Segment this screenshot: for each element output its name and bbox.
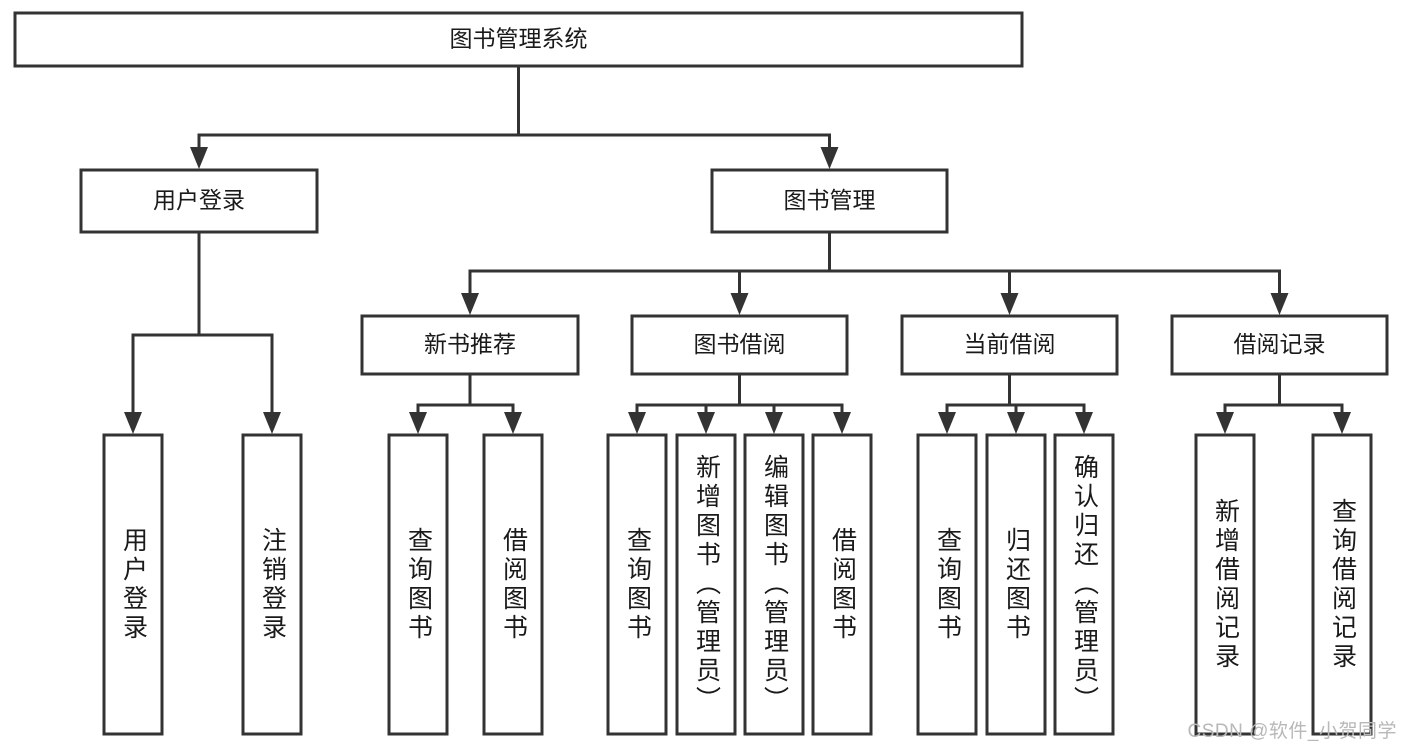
node-label-current-borrow: 当前借阅	[964, 331, 1056, 357]
node-label-user-login: 用户登录	[153, 187, 245, 213]
node-leaf-return-book[interactable]	[985, 433, 1047, 736]
node-label-book-manage: 图书管理	[784, 187, 876, 213]
node-box-leaf-query-book-2	[606, 433, 668, 736]
node-book-borrow[interactable]: 图书借阅	[630, 314, 849, 376]
node-box-leaf-user-login	[102, 433, 164, 736]
arrow-head-icon-leaf-return-book	[1007, 412, 1025, 434]
arrow-head-icon-book-borrow	[730, 293, 749, 315]
arrow-head-icon-leaf-borrow-book-1	[504, 412, 522, 434]
arrow-head-icon-leaf-borrow-book-2	[833, 412, 851, 434]
node-box-leaf-query-book-1	[387, 433, 449, 736]
node-box-user-login	[79, 168, 319, 234]
node-label-new-book-recommend: 新书推荐	[424, 331, 516, 357]
node-leaf-logout[interactable]	[241, 433, 303, 736]
arrow-head-icon-user-login	[190, 147, 208, 169]
node-box-leaf-edit-book	[743, 433, 805, 736]
node-box-book-manage	[710, 168, 949, 234]
arrow-head-icon-leaf-edit-book	[765, 412, 783, 434]
node-leaf-borrow-book-1[interactable]	[482, 433, 544, 736]
node-current-borrow[interactable]: 当前借阅	[900, 314, 1119, 376]
node-leaf-query-book-2[interactable]	[606, 433, 668, 736]
arrow-head-icon-leaf-query-book-3	[938, 412, 956, 434]
arrow-head-icon-borrow-record	[1270, 293, 1289, 315]
arrow-head-icon-new-book-recommend	[461, 293, 479, 315]
node-box-leaf-borrow-book-1	[482, 433, 544, 736]
node-user-login[interactable]: 用户登录	[79, 168, 319, 234]
node-box-borrow-record	[1170, 314, 1389, 376]
node-box-leaf-logout	[241, 433, 303, 736]
node-book-manage[interactable]: 图书管理	[710, 168, 949, 234]
node-borrow-record[interactable]: 借阅记录	[1170, 314, 1389, 376]
arrow-head-icon-leaf-query-book-2	[628, 412, 646, 434]
node-box-root	[13, 11, 1024, 68]
node-box-leaf-query-record	[1311, 433, 1373, 736]
node-box-leaf-borrow-book-2	[811, 433, 873, 736]
node-box-leaf-add-record	[1194, 433, 1256, 736]
arrow-head-icon-current-borrow	[1000, 293, 1019, 315]
node-box-book-borrow	[630, 314, 849, 376]
node-leaf-edit-book[interactable]	[743, 433, 805, 736]
arrow-head-icon-leaf-confirm-return	[1075, 412, 1093, 434]
node-leaf-confirm-return[interactable]	[1053, 433, 1115, 736]
node-root[interactable]: 图书管理系统	[13, 11, 1024, 68]
arrow-head-icon-leaf-user-login	[124, 412, 142, 434]
node-leaf-user-login[interactable]	[102, 433, 164, 736]
node-new-book-recommend[interactable]: 新书推荐	[360, 314, 580, 376]
node-label-root: 图书管理系统	[450, 26, 588, 52]
node-box-current-borrow	[900, 314, 1119, 376]
arrow-head-icon-leaf-add-book	[697, 412, 715, 434]
node-leaf-add-record[interactable]	[1194, 433, 1256, 736]
node-label-book-borrow: 图书借阅	[694, 331, 786, 357]
node-label-borrow-record: 借阅记录	[1234, 331, 1326, 357]
node-leaf-query-book-1[interactable]	[387, 433, 449, 736]
node-leaf-add-book[interactable]	[675, 433, 737, 736]
node-box-leaf-add-book	[675, 433, 737, 736]
watermark-text: CSDN @软件_小贺同学	[1187, 721, 1397, 742]
node-box-leaf-query-book-3	[916, 433, 978, 736]
arrow-head-icon-leaf-query-record	[1333, 412, 1351, 434]
arrow-head-icon-leaf-logout	[263, 412, 281, 434]
arrow-head-icon-leaf-query-book-1	[409, 412, 427, 434]
connector-layer	[124, 64, 1351, 434]
node-box-leaf-return-book	[985, 433, 1047, 736]
arrow-head-icon-leaf-add-record	[1216, 412, 1234, 434]
node-leaf-query-book-3[interactable]	[916, 433, 978, 736]
arrow-head-icon-book-manage	[820, 147, 839, 169]
node-box-new-book-recommend	[360, 314, 580, 376]
node-box-leaf-confirm-return	[1053, 433, 1115, 736]
node-leaf-query-record[interactable]	[1311, 433, 1373, 736]
node-leaf-borrow-book-2[interactable]	[811, 433, 873, 736]
